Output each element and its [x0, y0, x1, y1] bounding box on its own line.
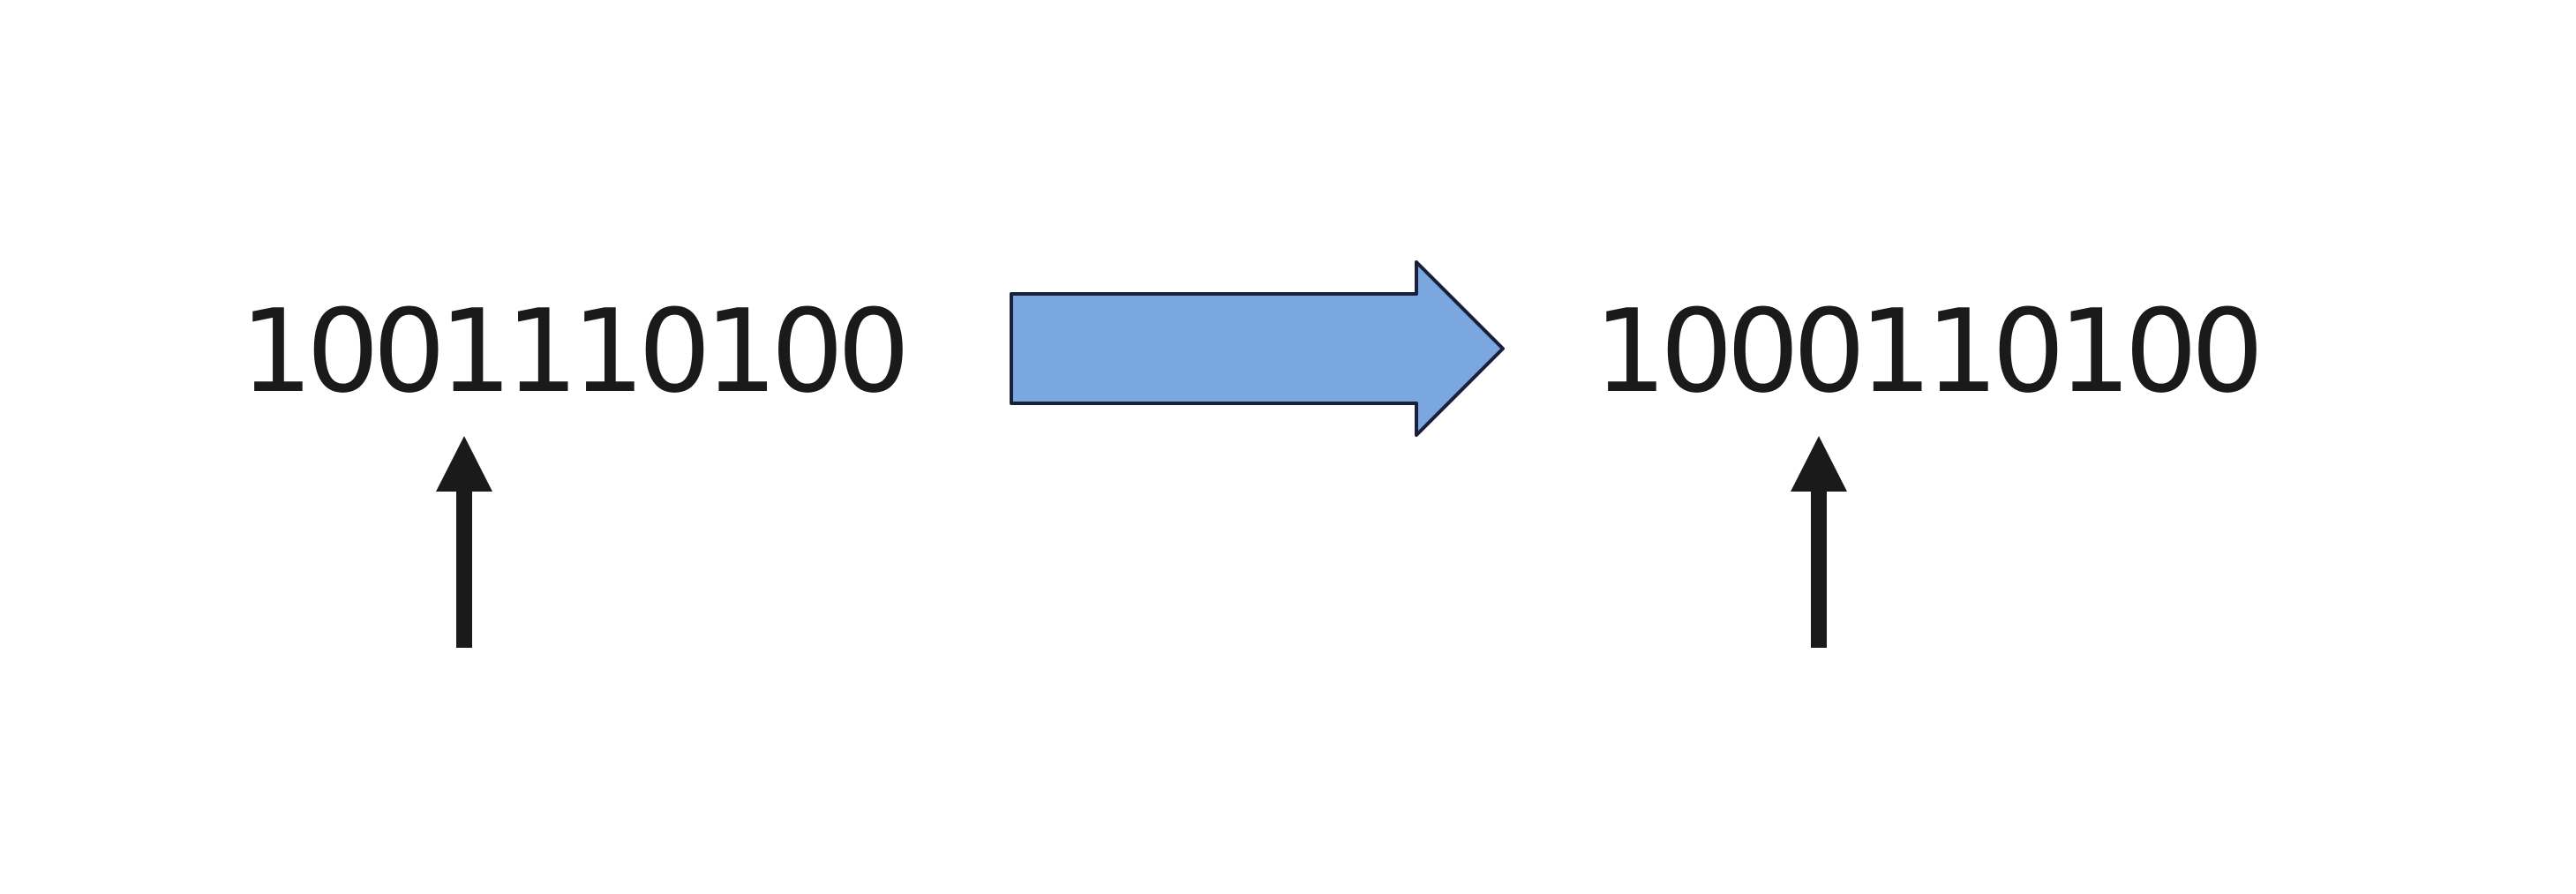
bit-before-4: 1	[505, 283, 579, 418]
bit-before-8: 0	[770, 283, 845, 418]
bit-after-6: 0	[1992, 283, 2065, 418]
bit-after-1: 0	[1660, 283, 1733, 418]
bit-before-2: 0	[372, 283, 447, 418]
bit-before-7: 1	[704, 283, 778, 418]
bitstring-after: 1 0 0 0 1 1 0 1 0 0	[1594, 283, 2264, 418]
bit-before-5: 1	[571, 283, 645, 418]
bit-before-3: 1	[439, 283, 513, 418]
right-block-arrow-icon	[1010, 260, 1505, 437]
bit-before-0: 1	[240, 283, 313, 418]
bit-before-1: 0	[306, 283, 379, 418]
bit-after-3: 0	[1792, 283, 1866, 418]
up-arrow-icon	[1791, 436, 1847, 648]
bit-after-5: 1	[1925, 283, 1999, 418]
bit-after-2: 0	[1726, 283, 1800, 418]
up-arrow-icon	[436, 436, 492, 648]
bit-after-7: 1	[2058, 283, 2132, 418]
bit-after-4: 1	[1859, 283, 1933, 418]
bit-after-8: 0	[2124, 283, 2198, 418]
bit-before-6: 0	[638, 283, 711, 418]
bitstring-before: 1 0 0 1 1 1 0 1 0 0	[240, 283, 911, 418]
bit-after-0: 1	[1594, 283, 1667, 418]
bit-after-9: 0	[2190, 283, 2264, 418]
bit-before-9: 0	[837, 283, 911, 418]
